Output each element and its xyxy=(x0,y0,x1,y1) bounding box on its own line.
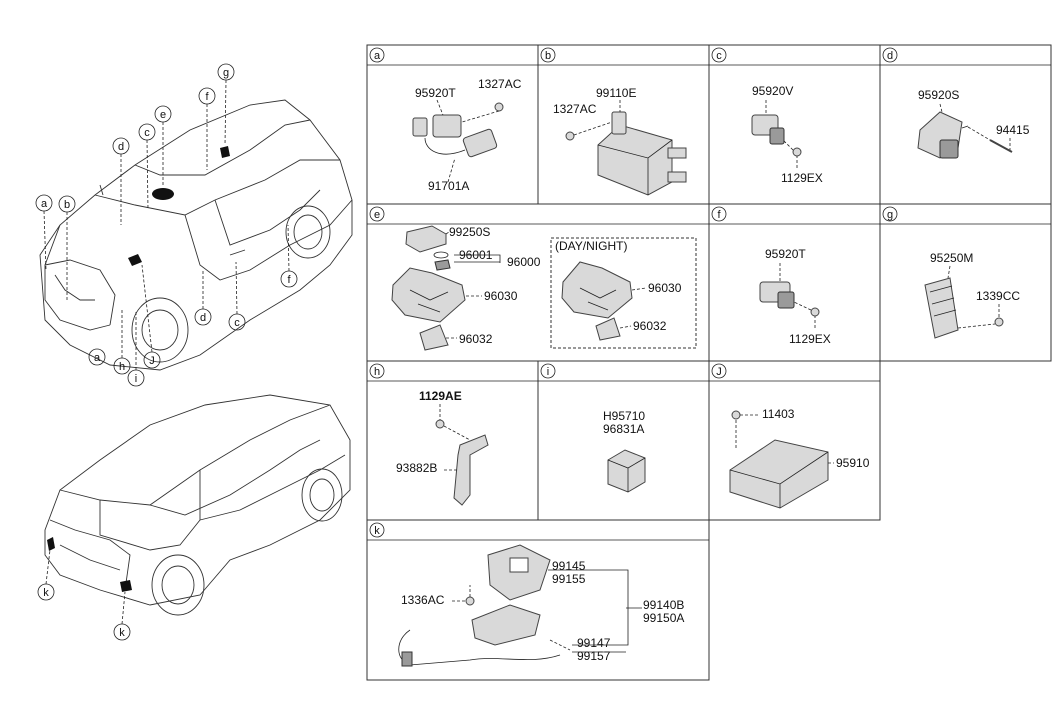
svg-text:11403: 11403 xyxy=(762,407,795,421)
svg-text:96831A: 96831A xyxy=(603,422,644,436)
svg-text:d: d xyxy=(200,312,206,324)
svg-text:g: g xyxy=(223,67,229,79)
svg-text:k: k xyxy=(119,627,125,639)
svg-text:d: d xyxy=(887,50,893,62)
svg-text:J: J xyxy=(149,355,155,367)
windshield-module-mark xyxy=(152,188,174,200)
svg-text:1129AE: 1129AE xyxy=(419,389,462,403)
svg-text:d: d xyxy=(118,141,124,153)
svg-text:b: b xyxy=(64,199,70,211)
svg-text:96032: 96032 xyxy=(633,319,667,333)
section-h: 1129AE 93882B xyxy=(396,389,489,506)
svg-text:93882B: 93882B xyxy=(396,461,437,475)
svg-text:95250M: 95250M xyxy=(930,251,973,265)
svg-text:1327AC: 1327AC xyxy=(478,77,522,91)
section-J: 11403 95910 xyxy=(729,407,870,509)
svg-text:99110E: 99110E xyxy=(596,86,636,100)
svg-text:99250S: 99250S xyxy=(449,225,490,239)
section-k: 99145 99155 1336AC 99140B 99150A 99147 9… xyxy=(398,544,684,667)
svg-text:c: c xyxy=(716,50,722,62)
svg-text:1327AC: 1327AC xyxy=(553,102,597,116)
svg-text:95910: 95910 xyxy=(836,456,870,470)
section-a: 95920T 1327AC 91701A xyxy=(412,77,522,193)
svg-text:95920T: 95920T xyxy=(415,86,456,100)
svg-text:e: e xyxy=(160,109,166,121)
svg-text:a: a xyxy=(94,352,101,364)
svg-text:96000: 96000 xyxy=(507,255,541,269)
svg-text:1129EX: 1129EX xyxy=(789,332,831,346)
svg-text:99147: 99147 xyxy=(577,636,611,650)
svg-text:1339CC: 1339CC xyxy=(976,289,1020,303)
svg-text:f: f xyxy=(205,91,209,103)
svg-text:99155: 99155 xyxy=(552,572,586,586)
svg-text:c: c xyxy=(234,317,240,329)
rear-callouts: k k xyxy=(37,549,131,641)
front-callouts: a b c d e f g d c f a h i J xyxy=(35,63,298,387)
svg-text:g: g xyxy=(887,209,893,221)
svg-text:99145: 99145 xyxy=(552,559,586,573)
svg-text:99157: 99157 xyxy=(577,649,611,663)
section-tags: a b c d e f g h i J k xyxy=(369,47,898,538)
svg-text:99150A: 99150A xyxy=(643,611,684,625)
svg-text:95920S: 95920S xyxy=(918,88,959,102)
section-d: 95920S 94415 xyxy=(917,88,1030,159)
section-i: H95710 96831A xyxy=(603,409,646,493)
svg-text:J: J xyxy=(716,366,722,378)
svg-text:91701A: 91701A xyxy=(428,179,469,193)
section-e: 99250S 96001 96000 96030 96032 96030 960… xyxy=(391,225,697,351)
svg-text:1336AC: 1336AC xyxy=(401,593,445,607)
svg-text:a: a xyxy=(41,198,48,210)
svg-text:96030: 96030 xyxy=(484,289,518,303)
svg-text:f: f xyxy=(287,274,291,286)
svg-text:95920T: 95920T xyxy=(765,247,806,261)
svg-text:1129EX: 1129EX xyxy=(781,171,823,185)
svg-text:c: c xyxy=(144,127,150,139)
svg-text:h: h xyxy=(119,361,125,373)
section-b: 99110E 1327AC xyxy=(553,86,687,196)
section-c: 95920V 1129EX xyxy=(751,84,823,185)
svg-text:94415: 94415 xyxy=(996,123,1030,137)
svg-text:b: b xyxy=(545,50,551,62)
front-car-illustration xyxy=(39,99,353,371)
rear-car-illustration xyxy=(44,394,351,616)
svg-text:k: k xyxy=(43,587,49,599)
svg-text:f: f xyxy=(717,209,721,221)
svg-text:k: k xyxy=(374,525,380,537)
svg-text:H95710: H95710 xyxy=(603,409,645,423)
svg-text:e: e xyxy=(374,209,380,221)
svg-text:i: i xyxy=(547,366,549,378)
section-g: 95250M 1339CC xyxy=(924,251,1020,339)
svg-text:i: i xyxy=(135,373,137,385)
svg-text:a: a xyxy=(374,50,381,62)
svg-text:99140B: 99140B xyxy=(643,598,684,612)
svg-text:96030: 96030 xyxy=(648,281,682,295)
section-f: 95920T 1129EX xyxy=(759,247,831,346)
svg-text:96032: 96032 xyxy=(459,332,493,346)
svg-text:95920V: 95920V xyxy=(752,84,793,98)
svg-text:(DAY/NIGHT): (DAY/NIGHT) xyxy=(555,239,627,253)
section-grid xyxy=(366,44,1052,681)
svg-text:h: h xyxy=(374,366,380,378)
